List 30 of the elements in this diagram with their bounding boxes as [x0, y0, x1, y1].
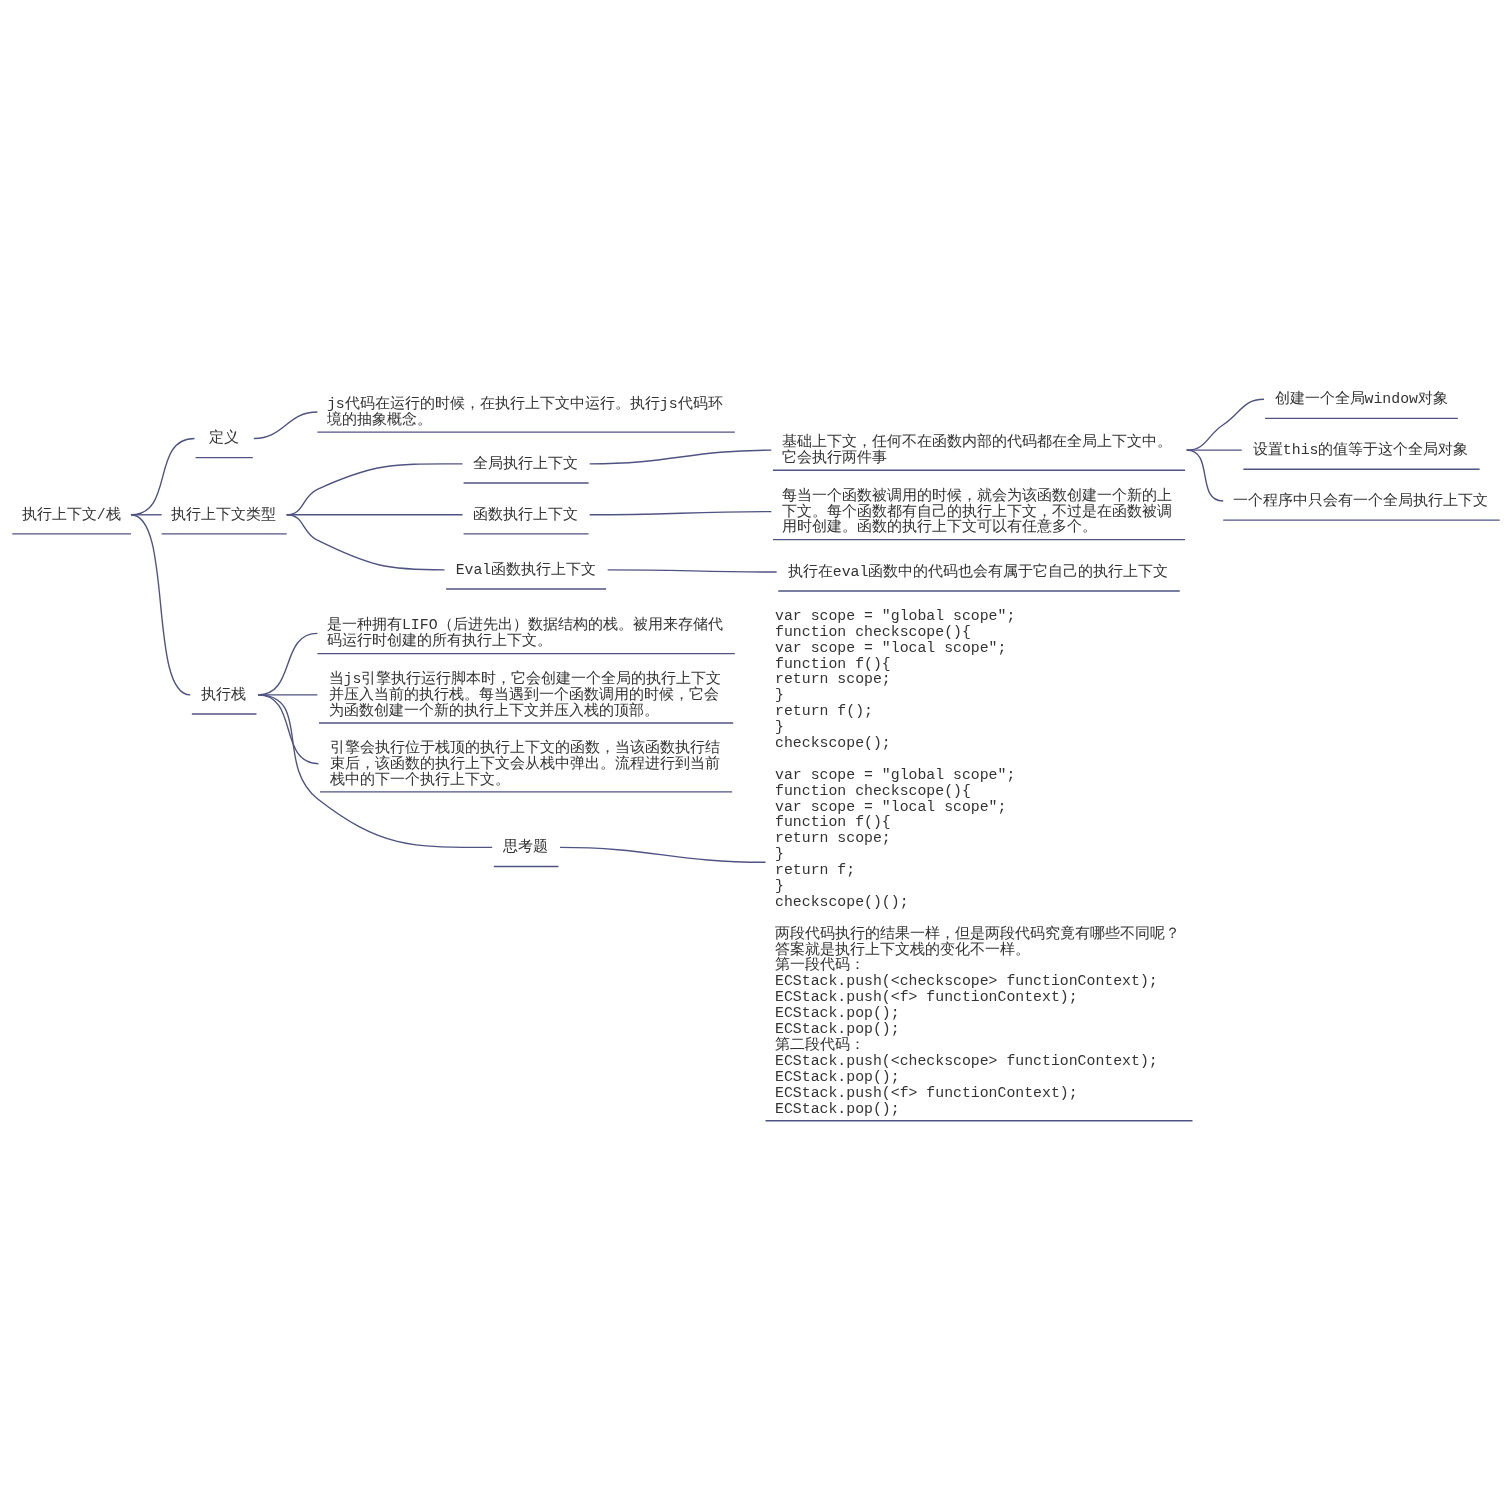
node-text: 执行在eval函数中的代码也会有属于它自己的执行上下文 [787, 563, 1169, 580]
connector [588, 448, 773, 465]
connector [1185, 398, 1265, 451]
node-text: 执行栈 [201, 686, 247, 703]
connector [607, 568, 778, 573]
node-text: 创建一个全局window对象 [1274, 390, 1448, 407]
node-text: 执行上下文类型 [171, 506, 277, 523]
node-text: 执行上下文/栈 [21, 506, 121, 523]
node-text: 设置this的值等于这个全局对象 [1252, 441, 1469, 458]
connector [286, 513, 446, 571]
node-text: 当js引擎执行运行脚本时，它会创建一个全局的执行上下文并压入当前的执行栈。每当遇到一个函数调用的时候，它会为函数创建一个新的执行上下文并压入栈的顶部。 [328, 670, 722, 719]
connector [253, 410, 319, 439]
node-text: 每当一个函数被调用的时候，就会为该函数创建一个新的上下文。每个函数都有自己的执行上下文，不过是在函数被调用时创建。函数的执行上下文可以有任意多个。 [782, 487, 1173, 535]
connector [130, 513, 191, 696]
node-text: 全局执行上下文 [473, 455, 579, 472]
node-text: js代码在运行的时候，在执行上下文中运行。执行js代码环境的抽象概念。 [326, 395, 723, 428]
node-text: 函数执行上下文 [473, 506, 579, 523]
node-text: Eval函数执行上下文 [455, 561, 597, 578]
node-text: 思考题 [503, 838, 549, 855]
connector [1185, 448, 1243, 451]
node-text: 是一种拥有LIFO（后进先出）数据结构的栈。被用来存储代码运行时创建的所有执行上下文。 [326, 616, 723, 649]
node-text: 引擎会执行位于栈顶的执行上下文的函数，当该函数执行结束后，该函数的执行上下文会从栈中弹出。流程进行到当前栈中的下一个执行上下文。 [329, 739, 720, 788]
connector [1185, 448, 1224, 502]
node-text: 定义 [208, 429, 239, 446]
connector [588, 510, 773, 515]
node-text: var scope = "global scope"; function checkscope(){ var scope = "local scope"; function f(){ return scope; } return f(); } checkscope(); var scope = "global scope"; function checkscope(){ var scope = "local scope"; function f(){ return scope; } return f; } checkscope()(); 两段代码执行的结果一样，但是两段代码究竟有哪些不同呢？ 答案就是执行上下文栈的变化不一样。 第一段代码： ECStack.push(<checkscope> functionContext); ECStack.push(<f> functionContext); ECStack.pop(); ECStack.pop(); 第二段代码： ECStack.push(<checkscope> functionContext); ECStack.pop(); ECStack.push(<f> functionContext); ECStack.pop(); [775, 607, 1181, 1116]
connector [559, 846, 767, 863]
node-text: 基础上下文，任何不在函数内部的代码都在全局上下文中。它会执行两件事 [782, 433, 1173, 466]
connector [257, 693, 493, 848]
node-text: 一个程序中只会有一个全局执行上下文 [1232, 492, 1488, 509]
